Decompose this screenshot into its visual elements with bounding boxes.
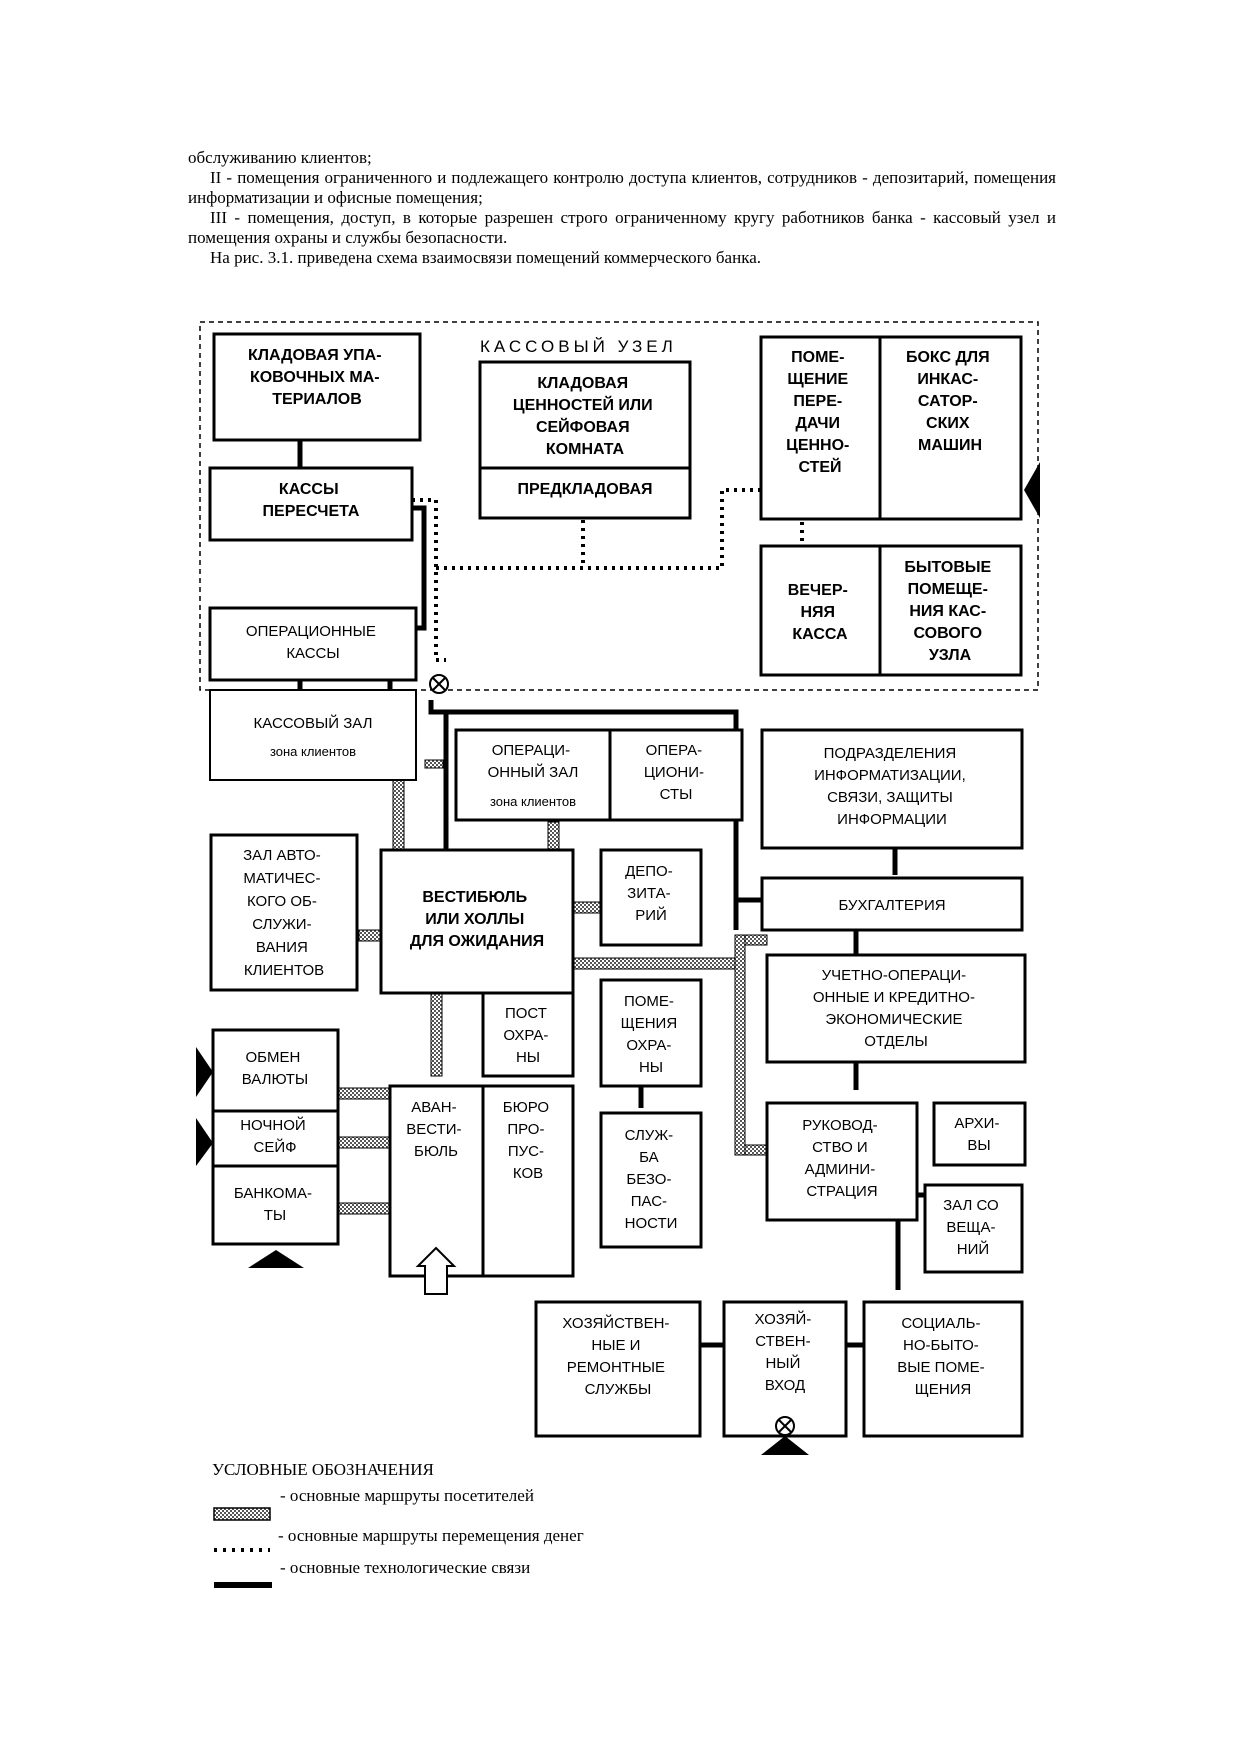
legend-money-label: - основные маршруты перемещения денег (278, 1526, 584, 1545)
label-archive: АРХИ- ВЫ (954, 1115, 1003, 1154)
label-evening-cash: ВЕЧЕР- НЯЯ КАССА (788, 582, 853, 643)
room-evening-cash (759, 544, 882, 677)
label-cash-hall: КАССОВЫЙ ЗАЛ (254, 714, 373, 732)
room-transfer (759, 335, 882, 521)
room-lobby (379, 848, 575, 995)
atm-entry-marker (248, 1250, 304, 1268)
room-credit-dept (765, 953, 1027, 1064)
label-exchange: ОБМЕН ВАЛЮТЫ (242, 1049, 308, 1088)
label-management: РУКОВОД- СТВО И АДМИНИ- СТРАЦИЯ (802, 1117, 882, 1200)
room-operational-cash (208, 606, 418, 682)
room-labels: КЛАДОВАЯ УПА- КОВОЧНЫХ МА- ТЕРИАЛОВ КАСС… (234, 347, 1003, 1398)
room-storage-packing (212, 332, 422, 442)
room-meeting (923, 1183, 1024, 1274)
collector-entry-marker (1024, 462, 1040, 518)
control-point-icons (429, 674, 795, 1436)
label-lobby: ВЕСТИБЮЛЬ ИЛИ ХОЛЛЫ ДЛЯ ОЖИДАНИЯ (410, 889, 544, 950)
label-social: СОЦИАЛЬ- НО-БЫТО- ВЫЕ ПОМЕ- ЩЕНИЯ (897, 1315, 989, 1398)
room-service-entry (722, 1300, 848, 1438)
label-cash-staff: БЫТОВЫЕ ПОМЕЩЕ- НИЯ КАС- СОВОГО УЗЛА (904, 559, 995, 664)
label-vault: КЛАДОВАЯ ЦЕННОСТЕЙ ИЛИ СЕЙФОВАЯ КОМНАТА (513, 375, 657, 458)
label-recount: КАССЫ ПЕРЕСЧЕТА (263, 481, 360, 520)
intro-paragraph-4: На рис. 3.1. приведена схема взаимосвязи… (210, 248, 761, 267)
label-collector-box: БОКС ДЛЯ ИНКАС- САТОР- СКИХ МАШИН (906, 349, 994, 454)
label-pass-office: БЮРО ПРО- ПУС- КОВ (503, 1099, 554, 1182)
room-depository (599, 848, 703, 947)
label-pre-lobby: АВАН- ВЕСТИ- БЮЛЬ (406, 1099, 465, 1160)
label-atms: БАНКОМА- ТЫ (234, 1185, 316, 1224)
label-night-safe: НОЧНОЙ СЕЙФ (240, 1116, 310, 1156)
label-atm-hall: ЗАЛ АВТО- МАТИЧЕС- КОГО ОБ- СЛУЖИ- ВАНИЯ… (243, 847, 325, 979)
night-safe-entry-marker (196, 1118, 213, 1166)
label-guard-rooms: ПОМЕ- ЩЕНИЯ ОХРА- НЫ (621, 993, 682, 1076)
label-storage-packing: КЛАДОВАЯ УПА- КОВОЧНЫХ МА- ТЕРИАЛОВ (248, 347, 386, 408)
room-guard-post (481, 991, 575, 1078)
intro-paragraph-3: III - помещения, доступ, в которые разре… (188, 208, 1056, 247)
room-collector-box (878, 335, 1023, 521)
intro-text: обслуживанию клиентов; II - помещения ог… (188, 148, 1056, 268)
legend-title: УСЛОВНЫЕ ОБОЗНАЧЕНИЯ (212, 1460, 434, 1479)
label-service-entry: ХОЗЯЙ- СТВЕН- НЫЙ ВХОД (755, 1310, 816, 1394)
room-recount (208, 466, 414, 542)
label-cash-hall-sub: зона клиентов (270, 744, 356, 759)
room-exchange (211, 1028, 340, 1113)
visitor-entrance-arrow (415, 1246, 457, 1295)
intro-line-1: обслуживанию клиентов; (188, 148, 372, 167)
label-pre-vault: ПРЕДКЛАДОВАЯ (517, 481, 652, 498)
entrance-markers (196, 462, 1040, 1455)
room-pre-vault (478, 466, 692, 520)
room-cash-staff (878, 544, 1023, 677)
room-atm-hall (209, 833, 359, 992)
legend-visitors-symbol (213, 1507, 271, 1521)
room-management (765, 1101, 919, 1222)
label-operators: ОПЕРА- ЦИОНИ- СТЫ (644, 742, 708, 803)
room-operators (608, 728, 744, 822)
room-atms (211, 1164, 340, 1246)
room-social (862, 1300, 1024, 1438)
room-security (599, 1111, 703, 1249)
legend-symbols (213, 1507, 272, 1588)
label-op-hall: ОПЕРАЦИ- ОННЫЙ ЗАЛ (488, 742, 579, 781)
room-archive (932, 1101, 1027, 1167)
label-depository: ДЕПО- ЗИТА- РИЙ (625, 863, 677, 924)
label-credit-dept: УЧЕТНО-ОПЕРАЦИ- ОННЫЕ И КРЕДИТНО- ЭКОНОМ… (813, 967, 979, 1050)
zone-title: КАССОВЫЙ УЗЕЛ (480, 337, 677, 356)
intro-paragraph-2: II - помещения ограниченного и подлежаще… (188, 168, 1056, 207)
legend-visitors-label: - основные маршруты посетителей (280, 1486, 534, 1505)
room-maintenance (534, 1300, 702, 1438)
room-it-dept (760, 728, 1024, 850)
label-it-dept: ПОДРАЗДЕЛЕНИЯ ИНФОРМАТИЗАЦИИ, СВЯЗИ, ЗАЩ… (814, 745, 970, 828)
label-security: СЛУЖ- БА БЕЗО- ПАС- НОСТИ (625, 1127, 678, 1232)
label-meeting: ЗАЛ СО ВЕЩА- НИЙ (943, 1197, 1003, 1258)
label-op-hall-sub: зона клиентов (490, 794, 576, 809)
label-accounting: БУХГАЛТЕРИЯ (838, 897, 945, 914)
label-guard-post: ПОСТ ОХРА- НЫ (503, 1005, 552, 1066)
room-guard-rooms (599, 978, 703, 1088)
room-pass-office (481, 1084, 575, 1278)
exchange-entry-marker (196, 1047, 213, 1097)
label-maintenance: ХОЗЯЙСТВЕН- НЫЕ И РЕМОНТНЫЕ СЛУЖБЫ (562, 1314, 673, 1398)
service-entry-marker (761, 1436, 809, 1455)
label-operational-cash: ОПЕРАЦИОННЫЕ КАССЫ (246, 623, 380, 662)
label-transfer: ПОМЕ- ЩЕНИЕ ПЕРЕ- ДАЧИ ЦЕННО- СТЕЙ (786, 349, 854, 476)
legend-tech-label: - основные технологические связи (280, 1558, 531, 1577)
room-cash-hall (209, 689, 417, 781)
room-op-hall (454, 728, 612, 822)
room-accounting (760, 876, 1024, 932)
rooms (208, 332, 1027, 1438)
